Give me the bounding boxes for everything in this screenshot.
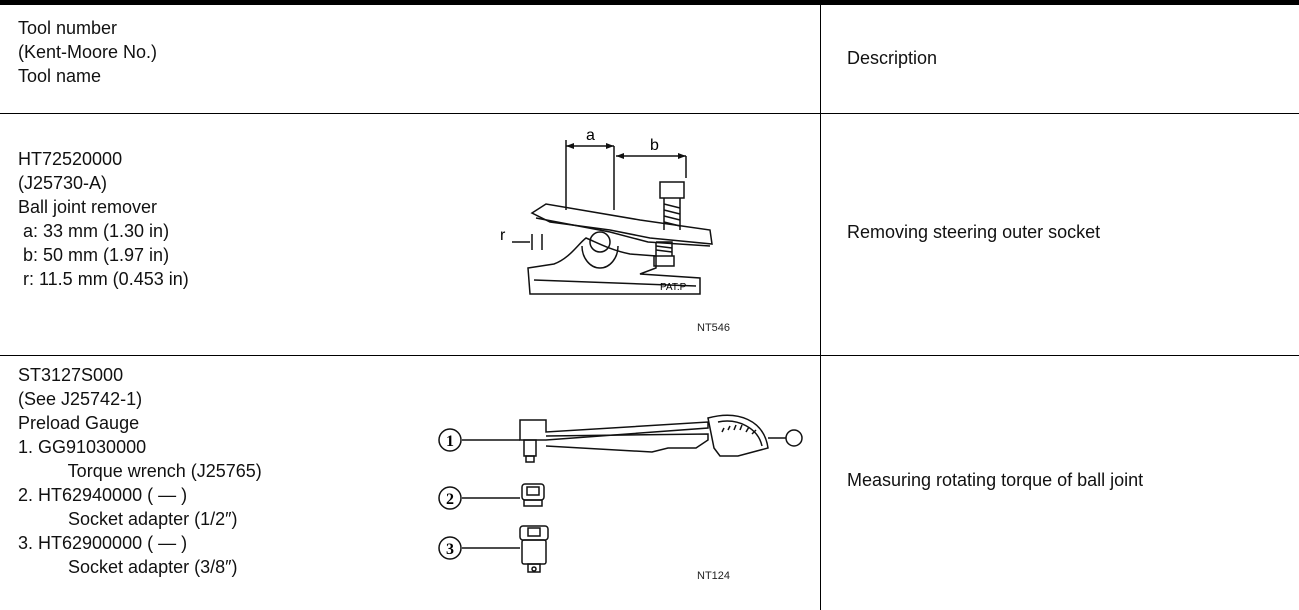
column-divider	[820, 5, 821, 610]
header-kent-moore: (Kent-Moore No.)	[18, 42, 158, 62]
figure-code: NT546	[697, 322, 731, 334]
kent-moore-number: (See J25742-1)	[18, 389, 143, 409]
table-top-rule	[0, 0, 1299, 5]
callout-1: 1	[446, 433, 454, 450]
tool-name: Ball joint remover	[18, 197, 158, 217]
callout-3: 3	[446, 541, 454, 558]
row-description: Measuring rotating torque of ball joint	[847, 470, 1144, 490]
component-3: 3. HT62900000 ( — )	[18, 533, 188, 553]
header-row-divider	[0, 113, 1299, 114]
figure-stamp: PAT.P	[660, 282, 687, 293]
dimension-a: a: 33 mm (1.30 in)	[18, 221, 170, 241]
figure-label-b: b	[650, 137, 659, 154]
header-tool-name: Tool name	[18, 66, 102, 86]
dimension-b: b: 50 mm (1.97 in)	[18, 245, 170, 265]
dimension-r: r: 11.5 mm (0.453 in)	[18, 269, 189, 289]
kent-moore-number: (J25730-A)	[18, 173, 108, 193]
component-1: 1. GG91030000	[18, 437, 147, 457]
figure-code: NT124	[697, 570, 731, 582]
row-divider	[0, 355, 1299, 356]
figure-label-a: a	[586, 127, 595, 144]
figure-label-r: r	[500, 227, 506, 244]
preload-gauge-figure: 1 2 3	[438, 414, 803, 573]
tool-number: HT72520000	[18, 149, 123, 169]
ball-joint-remover-figure: a b r PAT.P	[500, 127, 713, 295]
tool-number: ST3127S000	[18, 365, 124, 385]
header-tool-number: Tool number	[18, 18, 118, 38]
component-3-name: Socket adapter (3/8″)	[18, 557, 238, 577]
header-description: Description	[847, 48, 938, 68]
component-1-name: Torque wrench (J25765)	[18, 461, 262, 481]
tool-name: Preload Gauge	[18, 413, 140, 433]
component-2-name: Socket adapter (1/2″)	[18, 509, 238, 529]
callout-2: 2	[446, 491, 454, 508]
row-description: Removing steering outer socket	[847, 222, 1101, 242]
component-2: 2. HT62940000 ( — )	[18, 485, 188, 505]
